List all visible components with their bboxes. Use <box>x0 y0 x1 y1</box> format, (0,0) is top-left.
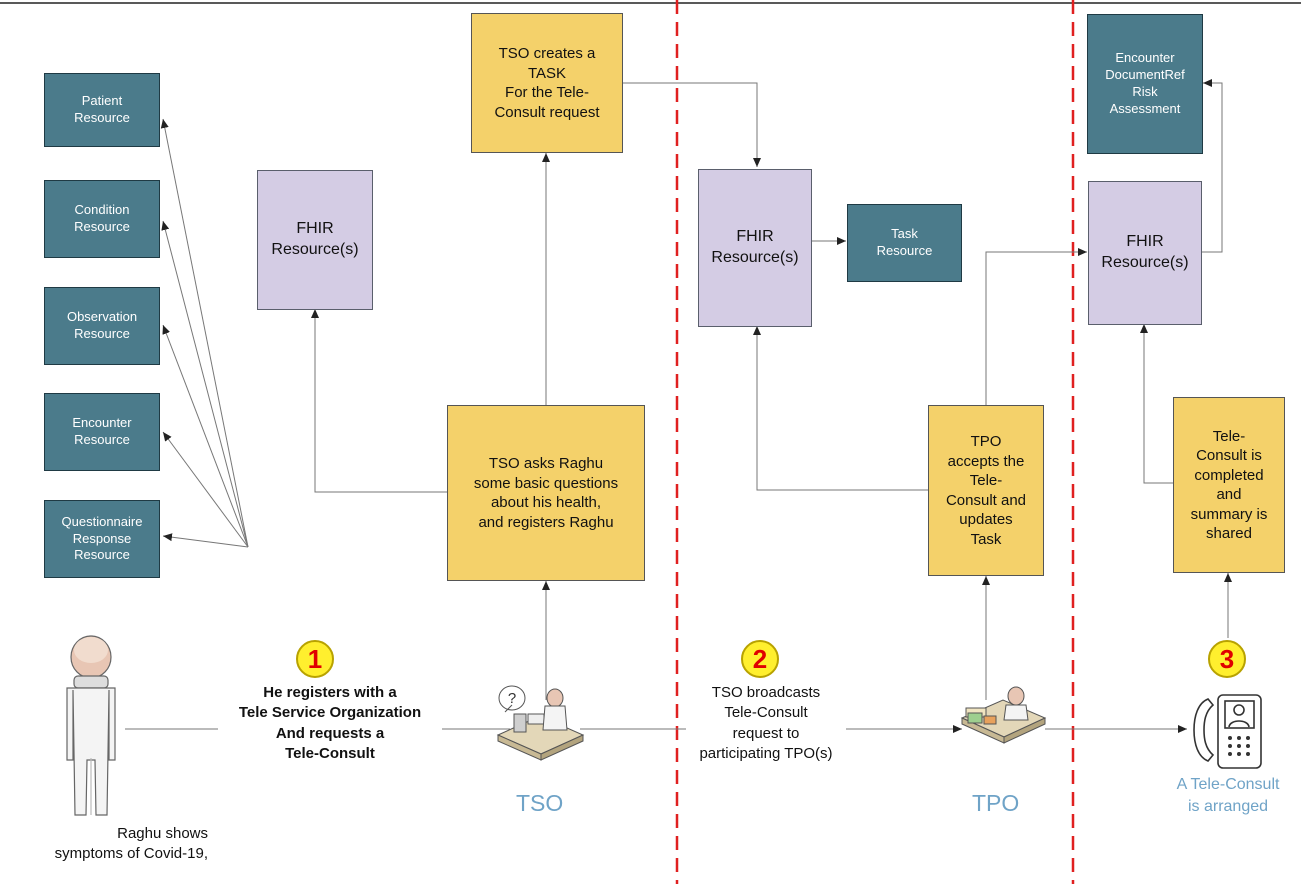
broadcast-caption-text: TSO broadcasts Tele-Consult request to p… <box>699 684 833 762</box>
patient-symptoms-note: Raghu shows symptoms of Covid-19, <box>8 824 208 865</box>
observation-resource-label: Observation Resource <box>66 309 138 341</box>
tso-asks-raghu-box: TSO asks Raghu some basic questions abou… <box>447 405 645 581</box>
arrow-to-condition <box>161 220 249 548</box>
registration-caption-text: He registers with a Tele Service Organiz… <box>238 684 422 762</box>
arrow-to-observation <box>162 324 249 548</box>
task-resource-label: Task Resource <box>876 226 933 258</box>
video-phone-icon <box>1193 694 1262 769</box>
tpo-accepts-box: TPO accepts the Tele- Consult and update… <box>928 405 1044 576</box>
tele-consult-completed-text: Tele- Consult is completed and summary i… <box>1190 427 1268 543</box>
arrow-tpo-accepts-to-fhir-3 <box>985 248 1087 405</box>
encounter-resource-box: Encounter Resource <box>44 393 160 471</box>
step-badge-3-number: 3 <box>1219 643 1235 674</box>
tso-asks-raghu-text: TSO asks Raghu some basic questions abou… <box>473 455 619 531</box>
questionnaire-response-resource-box: Questionnaire Response Resource <box>44 500 160 578</box>
observation-resource-box: Observation Resource <box>44 287 160 365</box>
fhir-resources-box-2: FHIR Resource(s) <box>698 169 812 327</box>
tele-consult-arranged-text: A Tele-Consult is arranged <box>1176 776 1280 815</box>
encounter-documentref-label: Encounter DocumentRef Risk Assessment <box>1105 50 1185 116</box>
arrow-task-to-fhir-2 <box>622 82 761 167</box>
fhir-resources-box-3: FHIR Resource(s) <box>1088 181 1202 325</box>
step-badge-2-number: 2 <box>752 643 768 674</box>
broadcast-caption: TSO broadcasts Tele-Consult request to p… <box>686 683 846 764</box>
tele-consult-arranged-label: A Tele-Consult is arranged <box>1168 774 1288 817</box>
svg-text:?: ? <box>508 690 516 707</box>
fhir-resources-label-1: FHIR Resource(s) <box>271 220 359 258</box>
step-badge-1-number: 1 <box>307 643 323 674</box>
tele-consult-completed-box: Tele- Consult is completed and summary i… <box>1173 397 1285 573</box>
arrow-to-encounter <box>162 431 249 548</box>
fhir-resources-label-3: FHIR Resource(s) <box>1101 233 1189 271</box>
arrow-tpo-accepts-to-fhir-2 <box>753 326 928 491</box>
step-badge-3: 3 <box>1208 640 1246 678</box>
condition-resource-box: Condition Resource <box>44 180 160 258</box>
tso-creates-task-text: TSO creates a TASK For the Tele- Consult… <box>494 45 600 121</box>
tso-creates-task-box: TSO creates a TASK For the Tele- Consult… <box>471 13 623 153</box>
arrow-to-questionnaire <box>162 533 249 548</box>
arrow-tso-asks-to-fhir-1 <box>311 309 447 493</box>
questionnaire-response-resource-label: Questionnaire Response Resource <box>61 513 143 563</box>
tso-desk-icon: ? <box>496 685 585 761</box>
fhir-resources-label-2: FHIR Resource(s) <box>711 228 799 266</box>
condition-resource-label: Condition Resource <box>74 202 130 234</box>
tpo-desk-icon <box>960 686 1047 744</box>
fhir-resources-box-1: FHIR Resource(s) <box>257 170 373 310</box>
patient-resource-box: Patient Resource <box>44 73 160 147</box>
tpo-label: TPO <box>972 790 1020 816</box>
task-resource-box: Task Resource <box>847 204 962 282</box>
patient-symptoms-text: Raghu shows symptoms of Covid-19, <box>54 825 208 863</box>
arrow-fhir-3-to-encounter-doc <box>1200 79 1223 253</box>
encounter-documentref-box: Encounter DocumentRef Risk Assessment <box>1087 14 1203 154</box>
tso-label: TSO <box>516 790 564 816</box>
encounter-resource-label: Encounter Resource <box>72 415 132 447</box>
arrow-to-patient <box>160 118 249 548</box>
step-badge-2: 2 <box>741 640 779 678</box>
registration-caption: He registers with a Tele Service Organiz… <box>218 683 442 764</box>
patient-resource-label: Patient Resource <box>74 93 130 125</box>
arrow-completed-to-fhir-3 <box>1140 324 1173 484</box>
step-badge-1: 1 <box>296 640 334 678</box>
tpo-accepts-text: TPO accepts the Tele- Consult and update… <box>945 433 1027 548</box>
person-icon <box>66 635 116 816</box>
